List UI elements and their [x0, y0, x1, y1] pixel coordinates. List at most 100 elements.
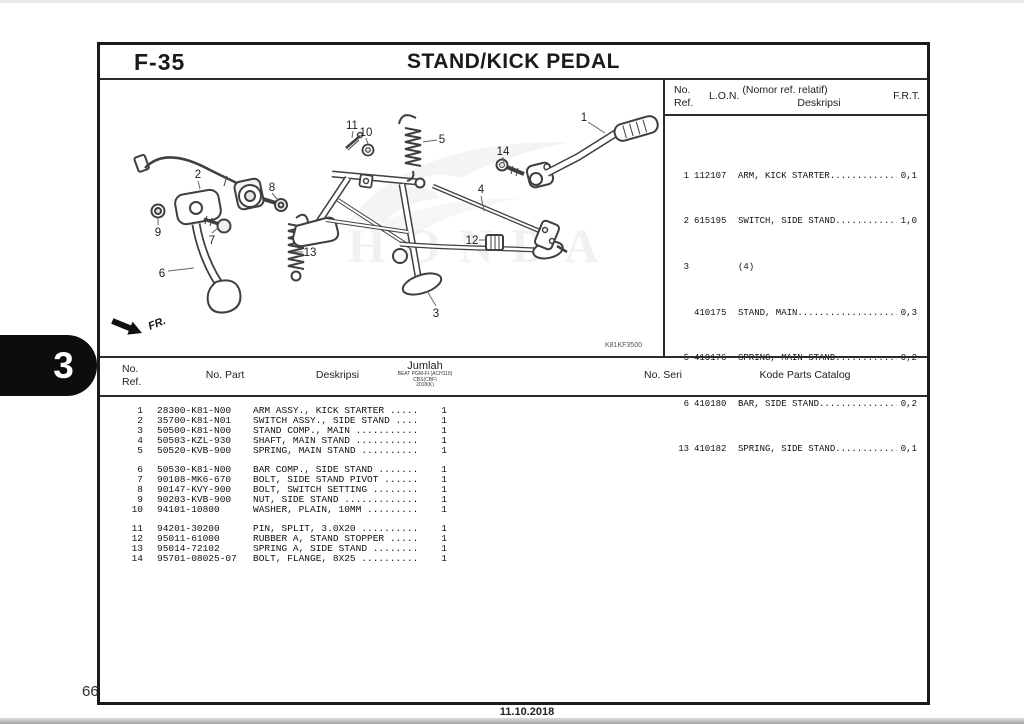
catalog-frame: F-35 STAND/KICK PEDAL HONDA	[97, 42, 930, 705]
parts-cell-no: 14	[131, 553, 143, 564]
callout-7: 7	[209, 235, 215, 247]
reference-table-row: 2 615195 SWITCH, SIDE STAND.............…	[674, 216, 917, 227]
jumlah-label: Jumlah	[407, 360, 443, 372]
parts-cell-qty: 1	[441, 435, 447, 446]
parts-table-row: 4 50503-KZL-930 SHAFT, MAIN STAND ......…	[120, 436, 927, 446]
jumlah-model-line-1: BEAT PGM-FI (ACH110)	[397, 371, 453, 377]
parts-table-row: 6 50530-K81-N00 BAR COMP., SIDE STAND ..…	[120, 465, 927, 475]
ref-cell-frt: 0,1	[900, 444, 917, 455]
parts-cell-deskripsi: ARM ASSY., KICK STARTER .....	[253, 406, 419, 416]
ref-header-relnote: (Nomor ref. relatif)	[742, 84, 828, 96]
parts-table-row: 2 35700-K81-N01 SWITCH ASSY., SIDE STAND…	[120, 416, 927, 426]
callout-leader-lines	[157, 121, 606, 307]
callout-10: 10	[360, 127, 373, 139]
parts-cell-part: 95701-08025-07	[157, 553, 237, 564]
ref-cell-lon: 410176	[694, 353, 727, 364]
parts-cell-no: 6	[137, 464, 143, 475]
ref-cell-deskripsi: (4)	[738, 261, 755, 272]
parts-cell-deskripsi: NUT, SIDE STAND .............	[253, 495, 419, 505]
parts-table-row: 8 90147-KVY-900 BOLT, SWITCH SETTING ...…	[120, 485, 927, 495]
callout-3: 3	[433, 308, 439, 320]
reference-table-row: 5 410176 SPRING, MAIN STAND.............…	[674, 353, 917, 364]
parts-cell-deskripsi: SPRING, MAIN STAND ..........	[253, 446, 419, 456]
parts-cell-qty: 1	[441, 504, 447, 515]
ref-cell-deskripsi: STAND, MAIN....................	[738, 307, 897, 318]
callout-6: 6	[159, 268, 165, 280]
parts-diagram: HONDA	[111, 112, 659, 349]
parts-cell-deskripsi: SHAFT, MAIN STAND ...........	[253, 436, 419, 446]
ref-cell-lon: 615195	[694, 216, 727, 227]
parts-table-row: 12 95011-61000 RUBBER A, STAND STOPPER .…	[120, 534, 927, 544]
footer-date: 11.10.2018	[499, 706, 555, 718]
parts-cell-qty: 1	[441, 474, 447, 485]
parts-table-row: 7 90108-MK6-670 BOLT, SIDE STAND PIVOT .…	[120, 475, 927, 485]
reference-table-row: 410175 STAND, MAIN.................... 0…	[674, 308, 917, 319]
reference-table-row: 13 410182 SPRING, SIDE STAND............…	[674, 444, 917, 455]
parts-cell-part: 90203-KVB-900	[157, 494, 232, 505]
parts-cell-no: 3	[137, 425, 143, 436]
callout-4: 4	[478, 184, 485, 196]
parts-cell-no: 7	[137, 474, 143, 485]
parts-group-1: 1 28300-K81-N00 ARM ASSY., KICK STARTER …	[120, 406, 927, 456]
page-title: STAND/KICK PEDAL	[407, 50, 620, 73]
part-main-stand-shaft	[432, 183, 568, 254]
parts-cell-no: 1	[137, 405, 143, 416]
ref-cell-deskripsi: SPRING, SIDE STAND.............	[738, 444, 897, 455]
reference-table: No. Ref. L.O.N. (Nomor ref. relatif) Des…	[663, 80, 927, 454]
parts-header-jumlah: Jumlah BEAT PGM-FI (ACH110) CBS(CBF) 201…	[362, 360, 488, 389]
parts-table-row: 3 50500-K81-N00 STAND COMP., MAIN ......…	[120, 426, 927, 436]
parts-cell-part: 95011-61000	[157, 533, 220, 544]
scan-edge-bottom	[0, 718, 1024, 724]
part-switch-wire	[133, 153, 265, 211]
parts-cell-no: 5	[137, 445, 143, 456]
parts-cell-qty: 1	[441, 533, 447, 544]
parts-cell-deskripsi: BOLT, FLANGE, 8X25 ..........	[253, 554, 419, 564]
parts-cell-part: 50520-KVB-900	[157, 445, 232, 456]
callout-2: 2	[195, 169, 201, 181]
section-tab: 3	[0, 335, 97, 396]
ref-cell-no: 5	[683, 353, 689, 364]
parts-cell-part: 90147-KVY-900	[157, 484, 232, 495]
ref-cell-deskripsi: BAR, SIDE STAND................	[738, 398, 897, 409]
parts-cell-no: 2	[137, 415, 143, 426]
part-washer	[361, 143, 375, 157]
parts-header-kode: Kode Parts Catalog	[759, 369, 851, 381]
parts-cell-part: 90108-MK6-670	[157, 474, 232, 485]
parts-table-row: 9 90203-KVB-900 NUT, SIDE STAND ........…	[120, 495, 927, 505]
reference-table-body: 1 112107 ARM, KICK STARTER..............…	[665, 116, 927, 479]
parts-cell-part: 50503-KZL-930	[157, 435, 232, 446]
parts-cell-qty: 1	[441, 445, 447, 456]
ref-cell-frt	[897, 262, 917, 273]
ref-header-frt: F.R.T.	[893, 90, 920, 102]
part-stand-stopper-rubber	[485, 234, 504, 251]
parts-table-row: 13 95014-72102 SPRING A, SIDE STAND ....…	[120, 544, 927, 554]
part-side-stand-bar	[191, 223, 242, 314]
part-split-pin	[345, 131, 364, 151]
ref-cell-frt: 0,2	[900, 398, 917, 409]
part-bolt-switch	[262, 197, 288, 212]
parts-cell-part: 94201-30200	[157, 523, 220, 534]
parts-cell-part: 28300-K81-N00	[157, 405, 232, 416]
ref-cell-lon: 112107	[694, 170, 727, 181]
ref-header-deskripsi: Deskripsi	[797, 97, 841, 109]
part-stand-bracket	[174, 188, 222, 226]
parts-cell-part: 94101-10800	[157, 504, 220, 515]
ref-cell-no: 2	[683, 216, 689, 227]
parts-table: No. Ref. No. Part Deskripsi Jumlah BEAT …	[100, 356, 927, 702]
fr-direction-arrow: FR.	[111, 315, 168, 335]
title-band: F-35 STAND/KICK PEDAL	[100, 45, 927, 80]
parts-cell-qty: 1	[441, 553, 447, 564]
parts-cell-no: 4	[137, 435, 143, 446]
parts-table-row: 10 94101-10800 WASHER, PLAIN, 10MM .....…	[120, 505, 927, 515]
parts-group-2: 6 50530-K81-N00 BAR COMP., SIDE STAND ..…	[120, 465, 927, 515]
ref-cell-no	[674, 308, 689, 319]
parts-cell-qty: 1	[441, 494, 447, 505]
ref-cell-deskripsi: SPRING, MAIN STAND.............	[738, 353, 897, 364]
part-spring-main-stand	[398, 114, 422, 182]
parts-cell-qty: 1	[441, 543, 447, 554]
callout-13: 13	[304, 247, 317, 259]
section-tab-number: 3	[53, 344, 74, 386]
ref-cell-frt: 0,1	[900, 170, 917, 181]
parts-cell-deskripsi: SWITCH ASSY., SIDE STAND ....	[253, 416, 419, 426]
parts-cell-deskripsi: RUBBER A, STAND STOPPER .....	[253, 534, 419, 544]
